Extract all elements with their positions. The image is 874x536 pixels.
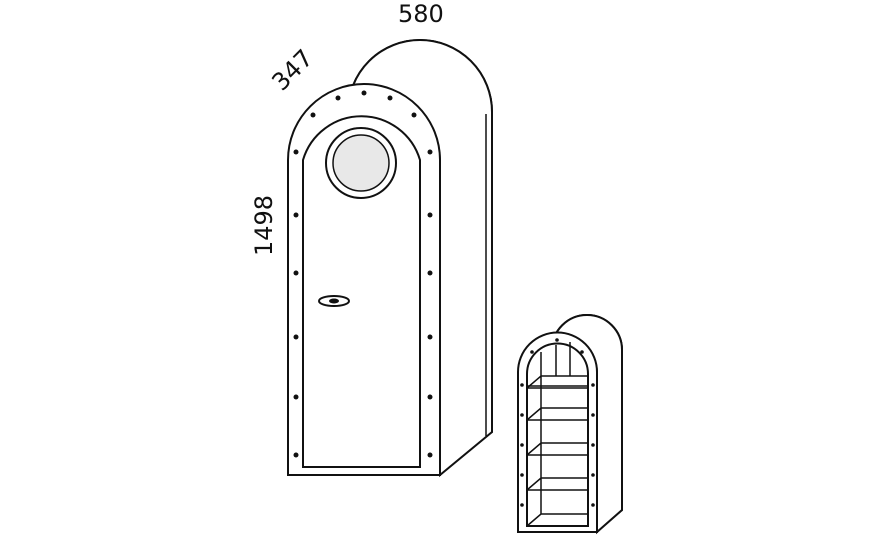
small-opening: [526, 342, 589, 527]
door[interactable]: [302, 115, 421, 468]
large-cabinet: [287, 39, 493, 478]
depth-dimension: 347: [266, 44, 318, 96]
small-rivets: [520, 338, 595, 507]
height-dimension: 1498: [250, 195, 278, 256]
shelves: [526, 342, 588, 527]
small-shelf-unit: [517, 314, 623, 535]
width-dimension: 580: [398, 0, 444, 28]
rivets: [293, 90, 433, 458]
handle-center: [329, 298, 339, 304]
porthole-glass: [332, 134, 390, 192]
